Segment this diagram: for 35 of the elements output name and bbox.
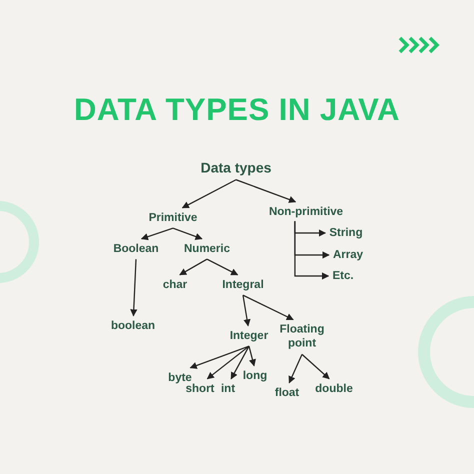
arrow xyxy=(230,346,250,380)
type-label: float xyxy=(272,384,302,402)
type-label: String xyxy=(327,224,365,242)
type-label: Integral xyxy=(220,276,266,294)
type-label: Boolean xyxy=(111,240,161,258)
arrow xyxy=(179,258,208,276)
arrow xyxy=(236,179,296,203)
type-label: Integer xyxy=(228,328,270,344)
arrow xyxy=(302,354,330,380)
arrow xyxy=(172,228,203,240)
title: DATA TYPES IN JAVA xyxy=(73,92,401,128)
arrow xyxy=(206,346,250,380)
type-label: Primitive xyxy=(146,210,200,226)
type-label: long xyxy=(240,368,270,384)
arrow xyxy=(130,259,138,317)
arrow xyxy=(248,346,256,366)
arrow xyxy=(182,179,236,208)
arrow xyxy=(288,354,303,384)
type-label: Floating point xyxy=(272,322,332,352)
arrow xyxy=(206,258,238,276)
type-label: int xyxy=(218,380,238,398)
arrow xyxy=(190,346,250,369)
arrow xyxy=(294,221,330,280)
arrow xyxy=(242,295,251,327)
type-label: double xyxy=(313,380,355,398)
arrow xyxy=(140,228,174,240)
type-label: Array xyxy=(330,246,366,264)
type-label: boolean xyxy=(108,318,158,334)
type-label: Data types xyxy=(198,158,274,178)
type-label: Non-primitive xyxy=(266,204,346,220)
type-label: char xyxy=(160,276,190,294)
type-label: Numeric xyxy=(182,240,232,258)
type-label: short xyxy=(184,380,216,398)
type-label: Etc. xyxy=(330,268,356,284)
arrow xyxy=(242,294,294,320)
